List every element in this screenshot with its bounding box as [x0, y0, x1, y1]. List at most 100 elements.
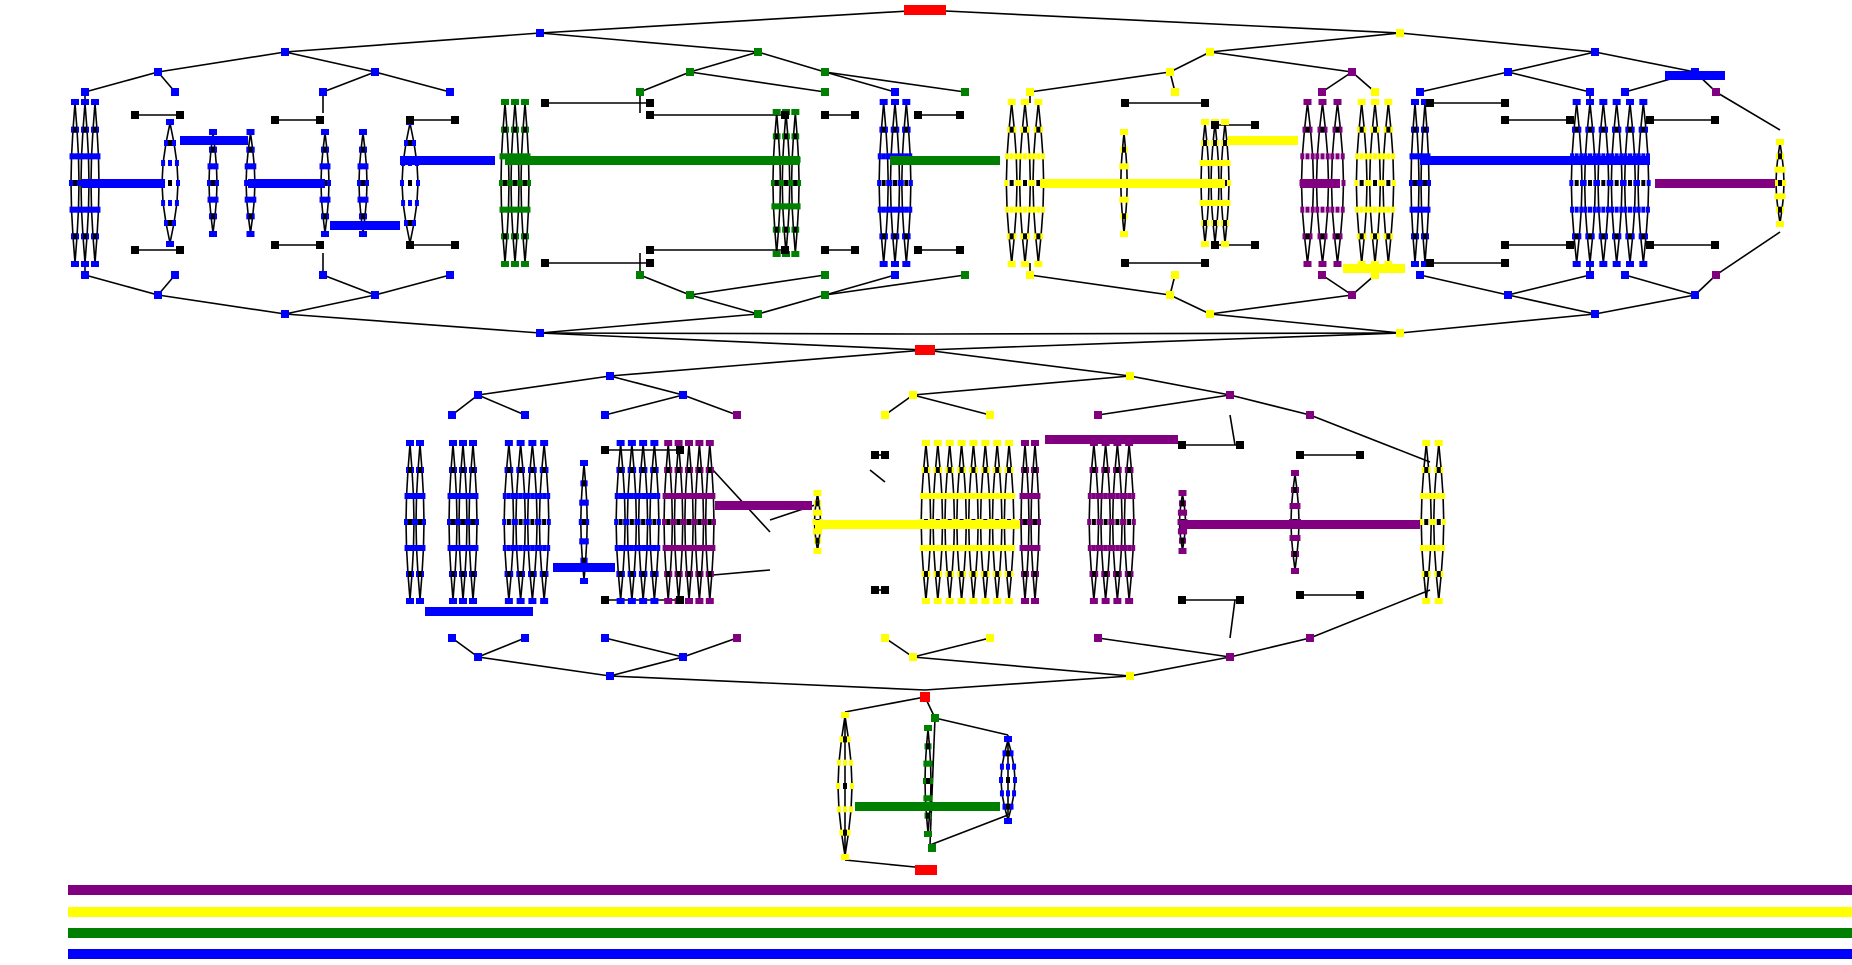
cluster-node — [654, 467, 659, 473]
cluster-node — [997, 467, 1002, 473]
cluster-edge — [992, 469, 996, 497]
cluster-node — [618, 493, 623, 499]
cluster-node — [950, 571, 955, 577]
cluster-edge — [1425, 573, 1430, 601]
cluster-node — [697, 467, 702, 473]
cluster-node — [1296, 535, 1301, 541]
cluster-edge — [411, 547, 415, 575]
cluster-node — [947, 571, 952, 577]
cluster-node — [1357, 233, 1361, 240]
cluster-node — [1614, 126, 1619, 133]
cluster-edge — [967, 495, 971, 523]
tree-node — [851, 111, 859, 119]
cluster-edge — [1356, 209, 1360, 237]
cluster-node — [634, 519, 639, 525]
cluster-node — [618, 545, 623, 551]
cluster-node — [849, 759, 854, 766]
cluster-node — [520, 467, 525, 473]
cluster-cap — [1333, 261, 1342, 267]
edge-line — [1399, 32, 1596, 53]
cluster-edge — [1309, 209, 1314, 237]
yellow-cluster — [1371, 99, 1379, 105]
cluster-node — [1101, 467, 1106, 473]
edge-line — [609, 656, 684, 677]
cluster-node — [1091, 493, 1096, 499]
cluster-edge — [524, 102, 528, 130]
cluster-cap — [1034, 261, 1043, 267]
cluster-node — [1127, 519, 1132, 525]
cluster-edge — [622, 469, 626, 497]
cluster-node — [1018, 206, 1023, 213]
root-node-leaf — [915, 865, 937, 875]
cluster-node — [1630, 233, 1635, 240]
cluster-edge — [1040, 129, 1044, 157]
cluster-node — [881, 206, 886, 213]
cluster-node — [1585, 126, 1590, 133]
tree-node — [536, 329, 544, 337]
green-bar — [855, 802, 1000, 811]
tree-node — [1426, 99, 1434, 107]
cluster-node — [1620, 180, 1624, 186]
green-bar — [890, 156, 1000, 165]
yellow-cluster — [639, 440, 648, 446]
cluster-edge — [796, 206, 800, 230]
cluster-edge — [975, 547, 979, 575]
cluster-edge — [890, 209, 894, 237]
cluster-edge — [1429, 495, 1433, 523]
cluster-node — [323, 163, 327, 170]
edge-line — [1321, 274, 1353, 296]
cluster-edge — [963, 469, 967, 497]
cluster-node — [1424, 493, 1429, 499]
cluster-node — [502, 519, 507, 525]
cluster-node — [467, 545, 472, 551]
cluster-node — [1117, 467, 1122, 473]
cluster-node — [1419, 493, 1424, 499]
cluster-node — [701, 519, 706, 525]
cluster-node — [843, 736, 847, 743]
cluster-cap — [650, 598, 659, 604]
cluster-node — [620, 467, 625, 473]
cluster-cap — [705, 598, 714, 604]
cluster-node — [625, 545, 630, 551]
cluster-edge — [988, 495, 991, 523]
cluster-edge — [986, 547, 991, 575]
cluster-node — [705, 467, 710, 473]
edge-line — [912, 637, 991, 658]
cluster-node — [1216, 160, 1221, 166]
cluster-edge — [1440, 547, 1444, 575]
cluster-edge — [1008, 573, 1013, 601]
cluster-node — [999, 777, 1003, 783]
cluster-node — [215, 180, 219, 186]
cluster-edge — [951, 547, 955, 575]
cluster-node — [214, 163, 219, 170]
cluster-edge — [1128, 443, 1133, 471]
tree-node — [601, 596, 609, 604]
cluster-edge — [1210, 142, 1214, 164]
cluster-node — [1103, 571, 1108, 577]
cluster-node — [1436, 519, 1441, 525]
cluster-edge — [889, 182, 892, 210]
cluster-edge — [1005, 156, 1008, 184]
tree-node — [1306, 411, 1314, 419]
cluster-node — [883, 126, 888, 133]
cluster-edge — [74, 102, 78, 130]
cluster-node — [979, 545, 984, 551]
cluster-cap — [616, 598, 625, 604]
cluster-node — [161, 160, 166, 166]
cluster-edge — [1642, 102, 1647, 130]
cluster-node — [1127, 545, 1132, 551]
purple-cluster — [1021, 440, 1029, 446]
cluster-node — [503, 206, 507, 213]
cluster-node — [1593, 180, 1598, 186]
cluster-node — [1006, 790, 1010, 797]
cluster-node — [881, 233, 886, 240]
cluster-edge — [1365, 182, 1368, 210]
cluster-cap — [1776, 221, 1784, 227]
cluster-node — [519, 180, 523, 186]
tree-node — [1566, 241, 1574, 249]
cluster-node — [1129, 571, 1134, 577]
cluster-node — [709, 571, 714, 577]
cluster-edge — [927, 469, 931, 497]
cluster-edge — [543, 443, 548, 471]
cluster-node — [836, 759, 841, 766]
